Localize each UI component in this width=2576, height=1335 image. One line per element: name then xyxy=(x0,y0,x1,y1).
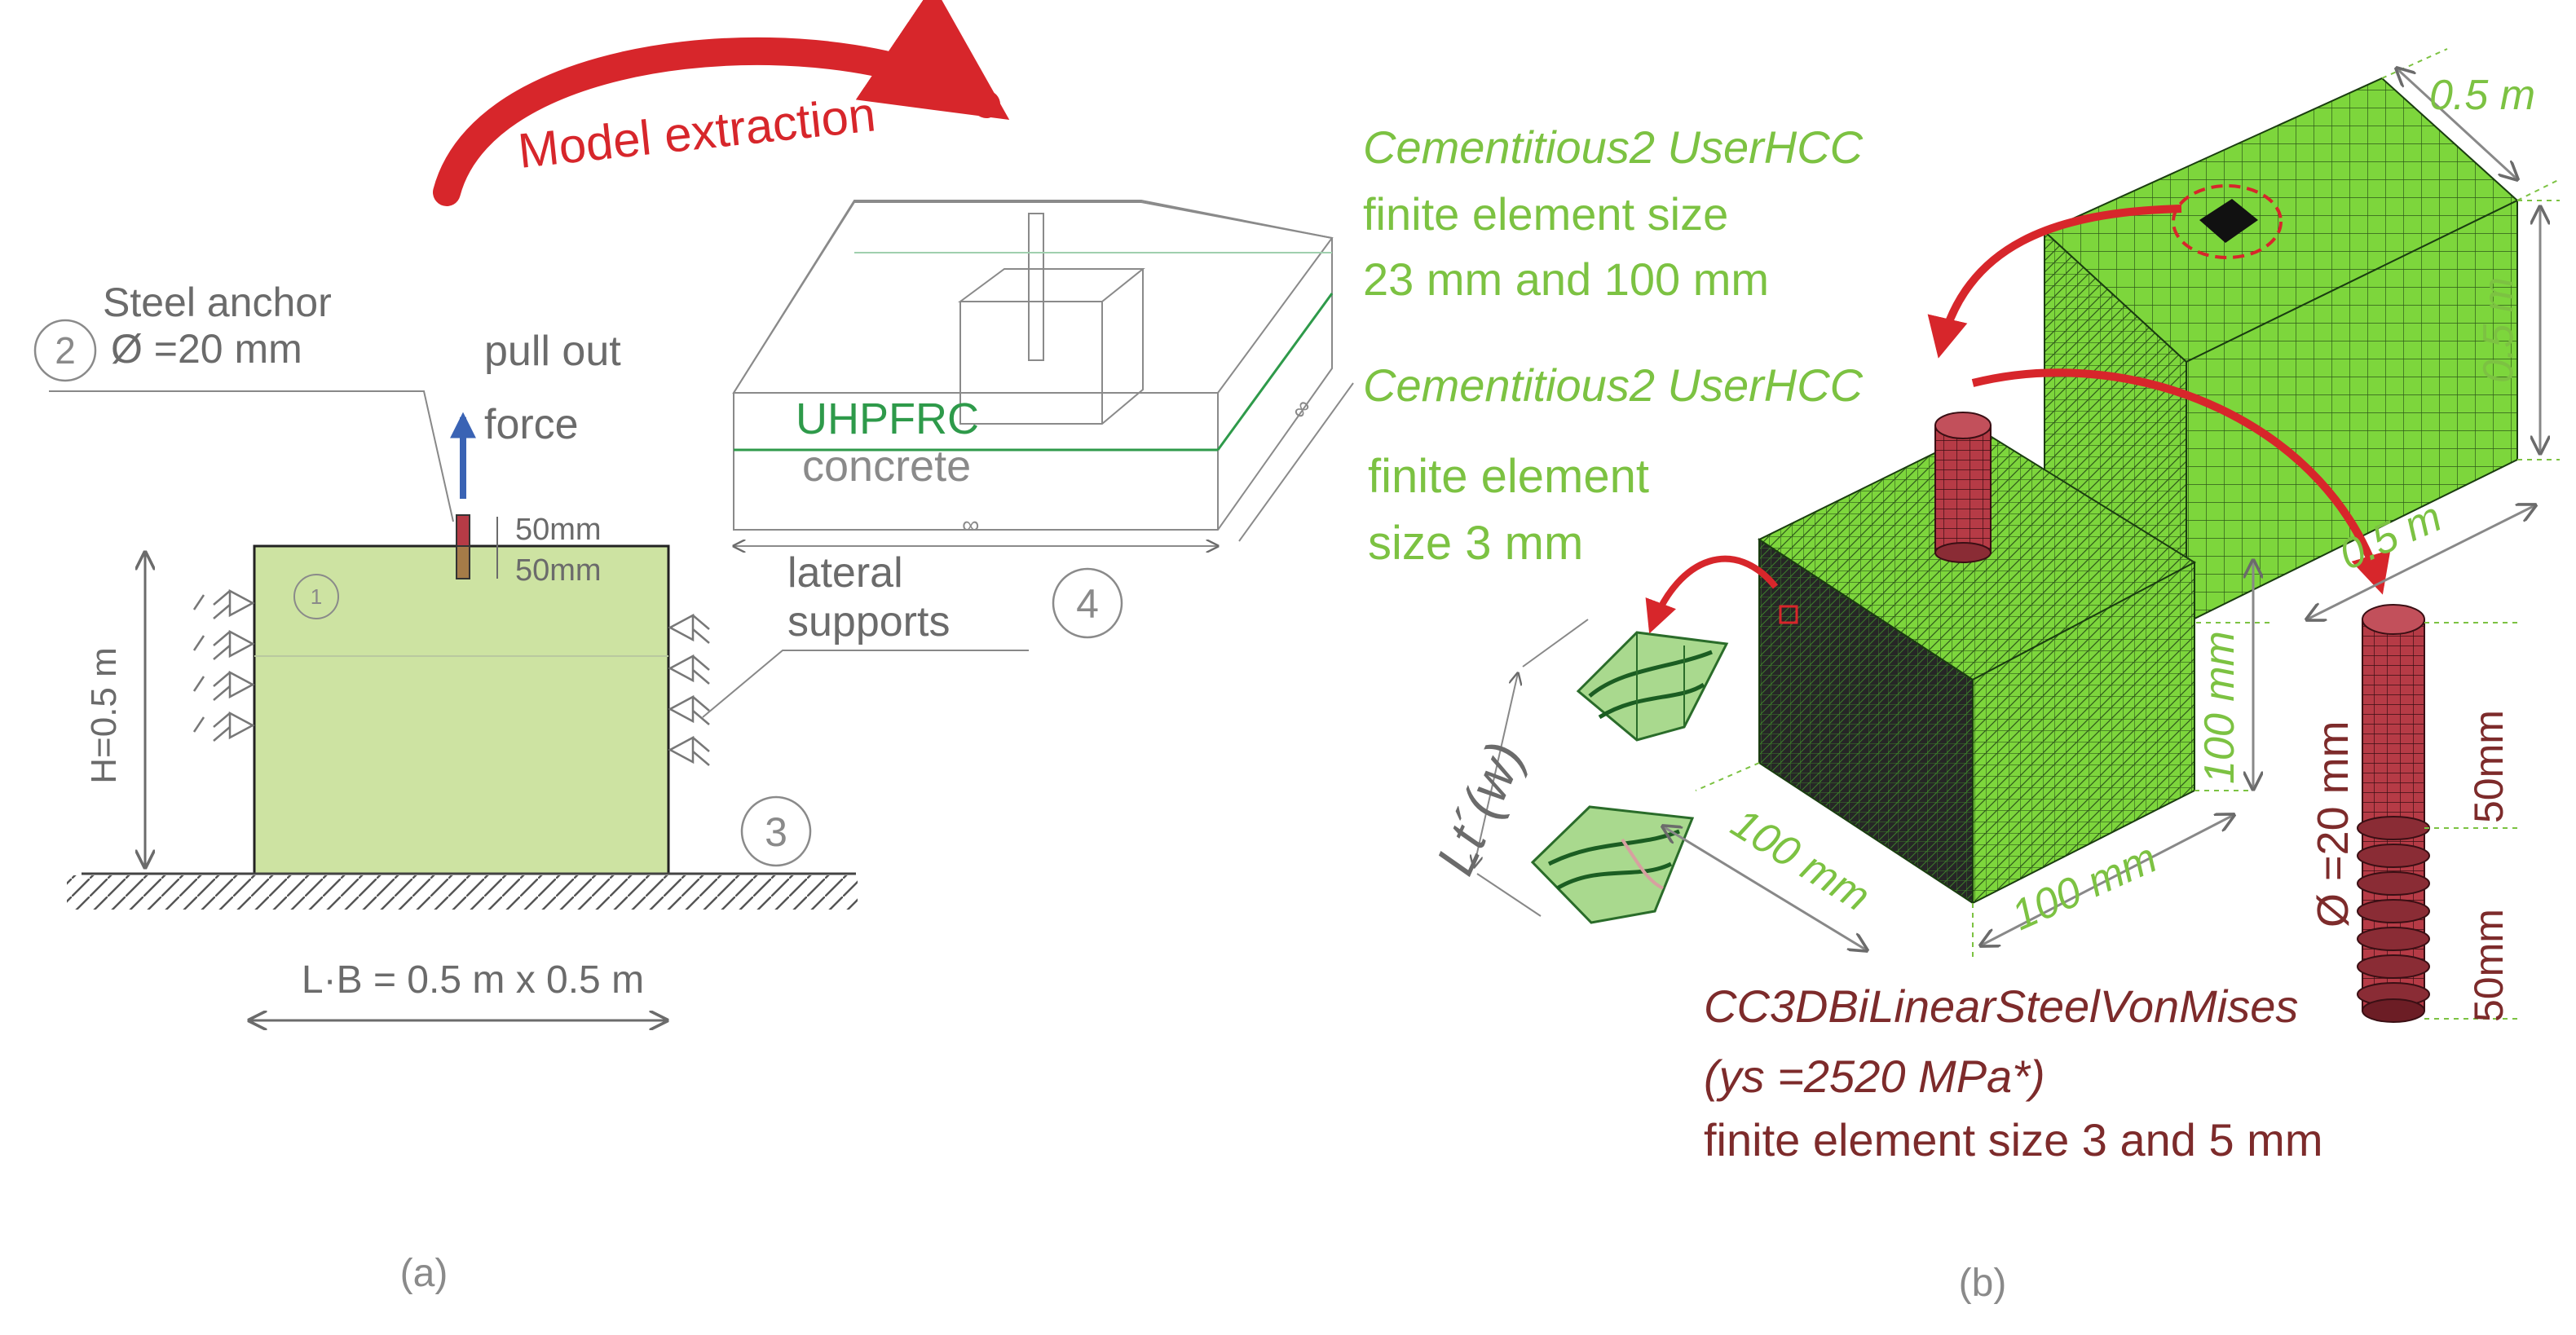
top-size-label-2: 23 mm and 100 mm xyxy=(1363,253,1769,305)
dim-big-bottom xyxy=(2307,505,2535,619)
rebar-50-top-label: 50mm xyxy=(2466,710,2512,823)
crack-element-top xyxy=(1576,631,1729,742)
marker-4-label: 4 xyxy=(1076,581,1099,627)
caption-a: (a) xyxy=(400,1252,448,1295)
anchor-hole-highlight xyxy=(2172,184,2283,259)
panel-a: 1 H=0.5 m L·B = 0.5 m x 0.5 m 50mm 50mm xyxy=(33,0,1354,1295)
anchor-dim-bottom: 50mm xyxy=(515,553,602,588)
element-highlight xyxy=(1779,605,1798,624)
steel-anchor-leader xyxy=(49,390,454,522)
lateral-label-1: lateral xyxy=(787,549,903,597)
dim-big-side-label: 0.5 m xyxy=(2475,277,2522,383)
infinity-bottom: ∞ xyxy=(962,512,979,539)
marker-3-label: 3 xyxy=(765,809,787,855)
lateral-leader xyxy=(702,650,1029,718)
model-extraction-arrow xyxy=(433,0,1010,206)
lateral-supports-right xyxy=(668,613,710,766)
concrete-block xyxy=(253,544,670,875)
marker-3 xyxy=(740,795,812,867)
pullout-label-1: pull out xyxy=(484,328,621,375)
marker-1-label: 1 xyxy=(311,584,322,609)
rebar-mesh xyxy=(2357,604,2430,1023)
mid-size-label-1: finite element xyxy=(1368,450,1649,503)
wireframe-depth-dim xyxy=(1238,382,1354,542)
dim-small-height-label: 100 mm xyxy=(2196,631,2243,784)
caption-b: (b) xyxy=(1959,1262,2007,1305)
marker-1 xyxy=(293,574,339,619)
steel-material-label: CC3DBiLinearSteelVonMises xyxy=(1704,980,2298,1032)
rebar-diameter-label: Ø =20 mm xyxy=(2309,720,2358,927)
crack-width-dimension xyxy=(1474,619,1589,917)
ground-hatch xyxy=(67,875,858,910)
arrow-hole-to-anchor xyxy=(1927,205,2182,359)
steel-size-label: finite element size 3 and 5 mm xyxy=(1704,1114,2322,1165)
anchor-dim-top: 50mm xyxy=(515,513,602,547)
steel-anchor-diameter: Ø =20 mm xyxy=(111,326,302,372)
marker-2-label: 2 xyxy=(55,329,76,372)
anchor-hole xyxy=(2199,199,2258,243)
mid-size-label-2: size 3 mm xyxy=(1368,517,1583,570)
small-anchor xyxy=(1934,412,1992,563)
lateral-label-2: supports xyxy=(787,598,950,645)
arrow-to-crack xyxy=(1645,555,1779,634)
mid-material-label: Cementitious2 UserHCC xyxy=(1363,359,1864,411)
steel-yield-label: (ys =2520 MPa*) xyxy=(1704,1051,2045,1102)
base-label: L·B = 0.5 m x 0.5 m xyxy=(302,958,644,1002)
dim-small-left xyxy=(1663,826,1867,950)
lt-label: Lt´(w) xyxy=(1424,734,1535,883)
concrete-label: concrete xyxy=(802,442,971,491)
uhpfrc-label: UHPFRC xyxy=(796,394,979,443)
steel-anchor-embedded xyxy=(456,545,470,579)
lateral-supports-left xyxy=(192,588,255,742)
panel-b: 0.5 m 0.5 m 0.5 m 100 mm 100 mm 100 mm Ø… xyxy=(1363,48,2561,1305)
rebar-50-bottom-label: 50mm xyxy=(2466,909,2512,1022)
steel-anchor-top xyxy=(456,514,470,547)
marker-4 xyxy=(1052,567,1123,639)
crack-element-bottom xyxy=(1530,805,1695,924)
wireframe-model xyxy=(732,200,1334,531)
steel-anchor-label: Steel anchor xyxy=(103,280,332,325)
infinity-side: ∞ xyxy=(1286,394,1317,424)
marker-2 xyxy=(33,319,97,382)
model-extraction-label: Model extraction xyxy=(515,86,878,178)
top-size-label-1: finite element size xyxy=(1363,188,1728,240)
dim-big-top-label: 0.5 m xyxy=(2429,72,2535,119)
pullout-label-2: force xyxy=(484,401,579,448)
top-material-label: Cementitious2 UserHCC xyxy=(1363,121,1864,173)
dim-big-top xyxy=(2397,68,2517,179)
height-label: H=0.5 m xyxy=(84,647,124,784)
dim-small-right xyxy=(1981,815,2234,945)
